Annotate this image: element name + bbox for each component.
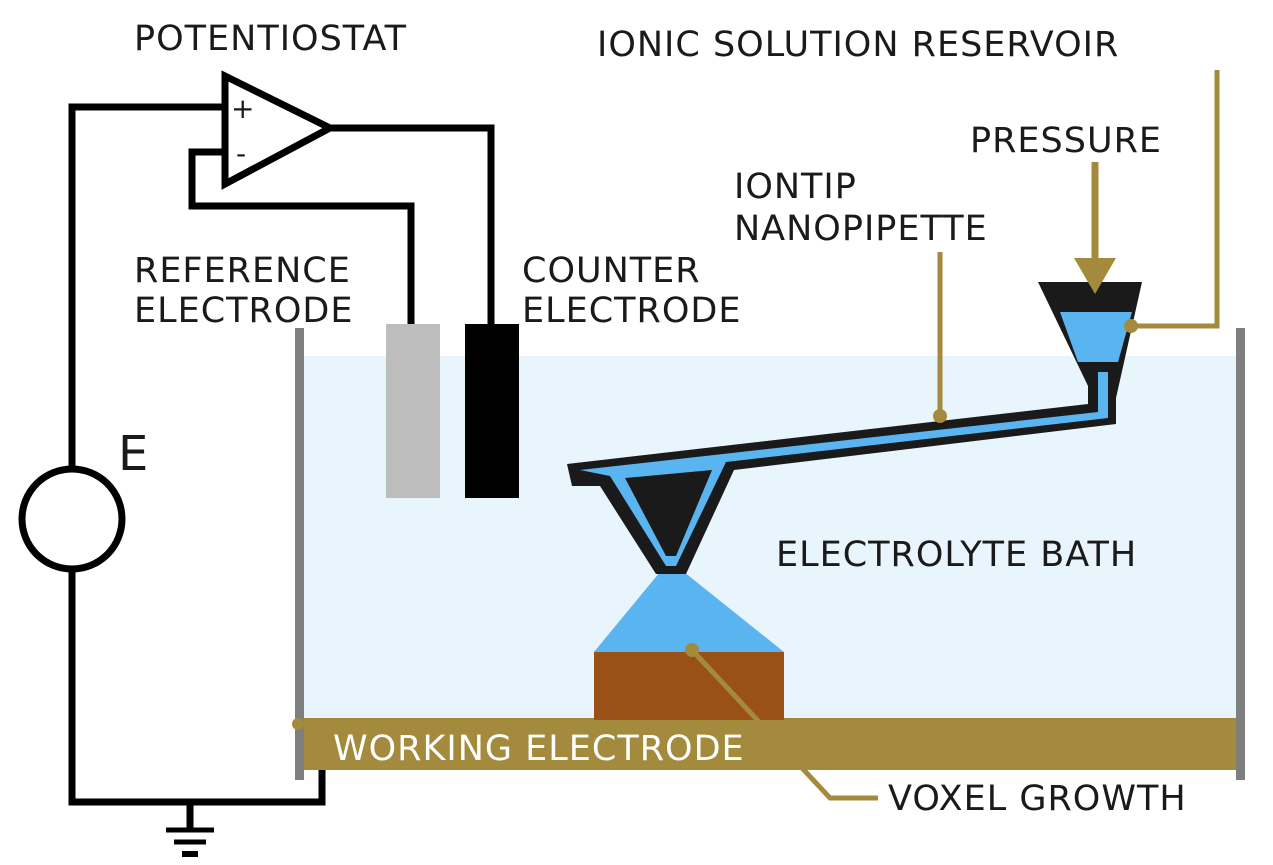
tank-left-wall: [295, 328, 304, 780]
iontip-label-line2: NANOPIPETTE: [734, 209, 988, 249]
reservoir-solution: [1060, 312, 1132, 362]
solution-meniscus: [594, 572, 784, 652]
potentiostat-label: POTENTIOSTAT: [134, 19, 407, 59]
reservoir-leader-dot: [1124, 319, 1138, 333]
voxel-leader-dot: [685, 643, 699, 657]
circuit-wire-reference: [188, 148, 415, 326]
voltage-source-icon: [18, 465, 126, 573]
reference-electrode-label-line1: REFERENCE: [134, 251, 351, 291]
arrow-down-icon: [1074, 258, 1116, 294]
iontip-nanopipette: [567, 282, 1142, 574]
reservoir-leader-line: [1132, 70, 1220, 329]
voxel-leader-line: [690, 648, 878, 801]
voxel-growth-label: VOXEL GROWTH: [888, 779, 1187, 819]
counter-electrode-label-line1: COUNTER: [522, 251, 701, 291]
nanopipette-solution-channel: [580, 372, 1108, 566]
ground-symbol-icon: [166, 827, 214, 857]
pipette-tip-body: [625, 470, 712, 556]
counter-electrode: [465, 324, 519, 498]
nanopipette-leader-dot: [933, 409, 947, 423]
iontip-label-line1: IONTIP: [734, 167, 857, 207]
op-amp-minus-sign: -: [236, 137, 246, 170]
pressure-label: PRESSURE: [970, 121, 1162, 161]
counter-electrode-label-line2: ELECTRODE: [522, 291, 741, 331]
circuit-wire-left: [68, 103, 225, 520]
voxel-block: [594, 652, 784, 720]
voltage-source-label: E: [118, 426, 148, 482]
working-electrode-lead-dot: [292, 718, 304, 730]
reservoir-label: IONIC SOLUTION RESERVOIR: [597, 25, 1119, 65]
circuit-wire-bottom: [68, 520, 326, 806]
working-electrode-label: WORKING ELECTRODE: [333, 729, 745, 769]
op-amp-plus-sign: +: [231, 92, 254, 125]
electrolyte-bath-label: ELECTROLYTE BATH: [776, 535, 1137, 575]
tank-right-wall: [1236, 328, 1245, 780]
circuit-wire-counter: [330, 124, 495, 326]
working-electrode: [304, 718, 1236, 770]
reference-electrode: [386, 324, 440, 498]
reference-electrode-label-line2: ELECTRODE: [134, 291, 353, 331]
op-amp-triangle-icon: [221, 70, 338, 190]
